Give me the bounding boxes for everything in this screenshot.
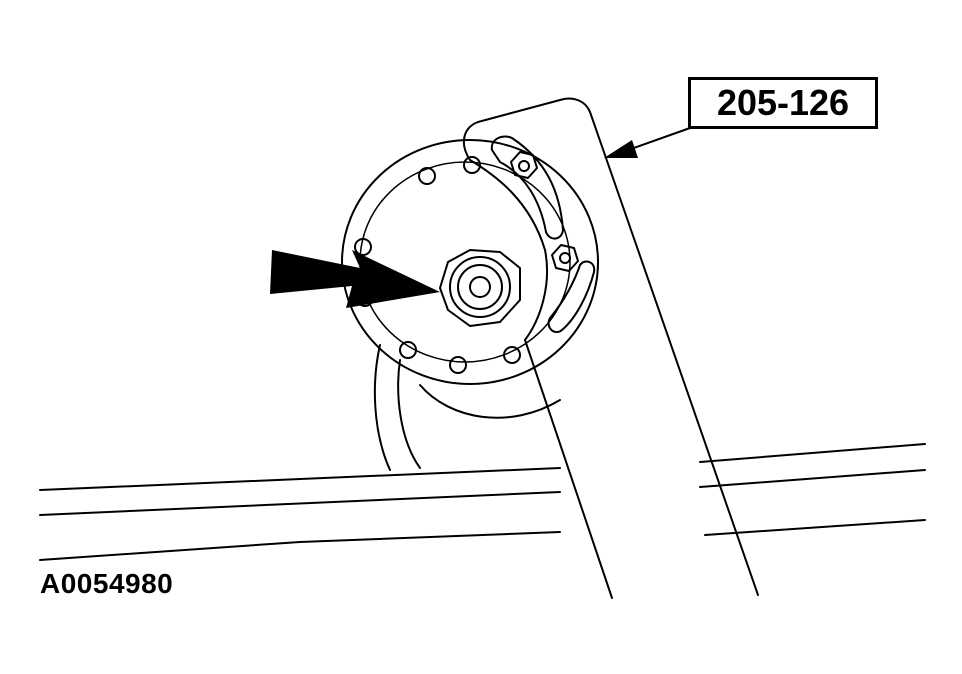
figure-id: A0054980 (40, 568, 174, 599)
holding-tool (462, 97, 759, 599)
callout-leader (604, 127, 691, 158)
pointer-arrow-icon (270, 250, 440, 308)
hub-housing (373, 344, 561, 471)
leaf-spring (39, 443, 926, 561)
center-nut (439, 249, 521, 327)
tool-callout-label: 205-126 (688, 77, 878, 129)
hub-flange (341, 139, 599, 385)
